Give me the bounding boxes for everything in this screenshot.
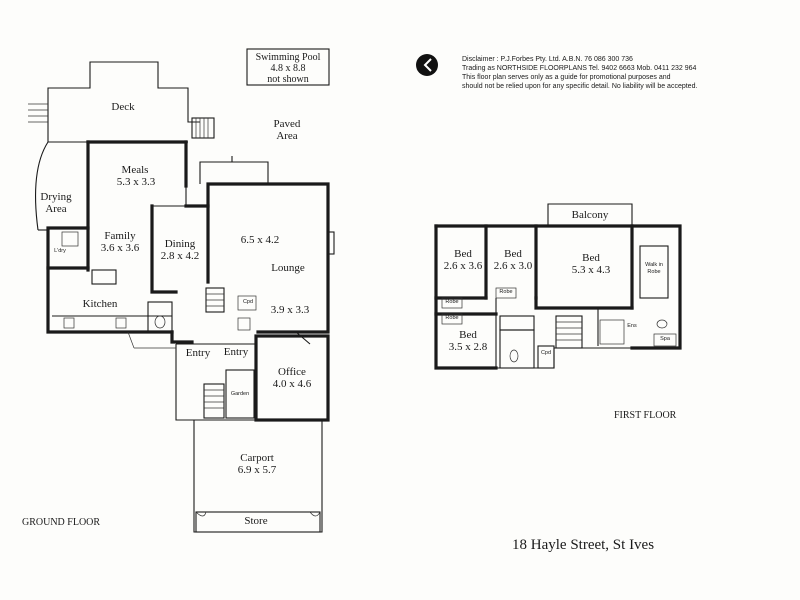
- paved-area-l2: Area: [276, 130, 298, 142]
- paved-area-l1: Paved: [273, 118, 301, 130]
- room-office-size: 4.0 x 4.6: [272, 378, 312, 390]
- property-address: 18 Hayle Street, St Ives: [512, 537, 655, 553]
- room-laundry: L'dry: [54, 248, 66, 254]
- room-family-size: 3.6 x 3.6: [100, 242, 140, 254]
- room-meals-size: 5.3 x 3.3: [116, 176, 156, 188]
- room-carport: Carport: [240, 452, 274, 464]
- room-bed-2-size: 2.6 x 3.0: [493, 260, 533, 272]
- room-drying-l1: Drying: [40, 191, 72, 203]
- room-bed-1: Bed: [454, 248, 472, 260]
- disclaimer-line-2: Trading as NORTHSIDE FLOORPLANS Tel. 940…: [462, 65, 697, 72]
- ground-floor-label: GROUND FLOOR: [22, 517, 101, 528]
- first-cupboard: Cpd: [540, 350, 552, 356]
- room-kitchen: Kitchen: [82, 298, 118, 310]
- pool-size: 4.8 x 8.8: [270, 63, 306, 74]
- ground-garden: Garden: [230, 391, 250, 397]
- ground-cupboard: Cpd: [242, 299, 254, 305]
- robe-bed-4: Robe: [445, 315, 459, 321]
- room-bed-3: Bed: [582, 252, 600, 264]
- room-meals: Meals: [121, 164, 149, 176]
- room-balcony: Balcony: [571, 209, 609, 221]
- walk-in-robe-l2: Robe: [647, 269, 661, 275]
- robe-bed-2: Robe: [499, 289, 513, 295]
- room-store: Store: [244, 515, 268, 527]
- room-spa: Spa: [660, 336, 670, 342]
- walk-in-robe-l1: Walk in: [645, 262, 663, 268]
- robe-bed-1: Robe: [445, 299, 459, 305]
- room-office: Office: [278, 366, 306, 378]
- room-dining-size: 2.8 x 4.2: [160, 250, 200, 262]
- room-dining: Dining: [164, 238, 196, 250]
- room-lounge-size: 3.9 x 3.3: [270, 304, 310, 316]
- room-deck: Deck: [111, 101, 135, 113]
- first-floor-label: FIRST FLOOR: [614, 410, 677, 421]
- room-bed-2: Bed: [504, 248, 522, 260]
- disclaimer-line-1: Disclaimer : P.J.Forbes Pty. Ltd. A.B.N.…: [462, 56, 633, 63]
- room-bed-3-size: 5.3 x 4.3: [571, 264, 611, 276]
- first-floor-walls: [434, 203, 682, 370]
- disclaimer-line-3: This floor plan serves only as a guide f…: [462, 74, 671, 81]
- room-entry-a: Entry: [185, 347, 211, 359]
- room-entry-b: Entry: [223, 346, 249, 358]
- room-family: Family: [104, 230, 136, 242]
- room-lounge: Lounge: [271, 262, 305, 274]
- room-lounge-dim: 6.5 x 4.2: [240, 234, 280, 246]
- room-bed-4: Bed: [459, 329, 477, 341]
- room-carport-size: 6.9 x 5.7: [237, 464, 277, 476]
- pool-box: [246, 48, 330, 86]
- ground-floor-walls: [28, 61, 335, 533]
- back-arrow-circle-logo: [416, 54, 438, 76]
- room-drying-l2: Area: [45, 203, 67, 215]
- room-bed-1-size: 2.6 x 3.6: [443, 260, 483, 272]
- room-bed-4-size: 3.5 x 2.8: [448, 341, 488, 353]
- pool-note: not shown: [267, 74, 309, 85]
- room-ensuite: Ens: [627, 323, 637, 329]
- disclaimer-line-4: should not be relied upon for any specif…: [462, 83, 698, 90]
- pool-title: Swimming Pool: [255, 52, 321, 63]
